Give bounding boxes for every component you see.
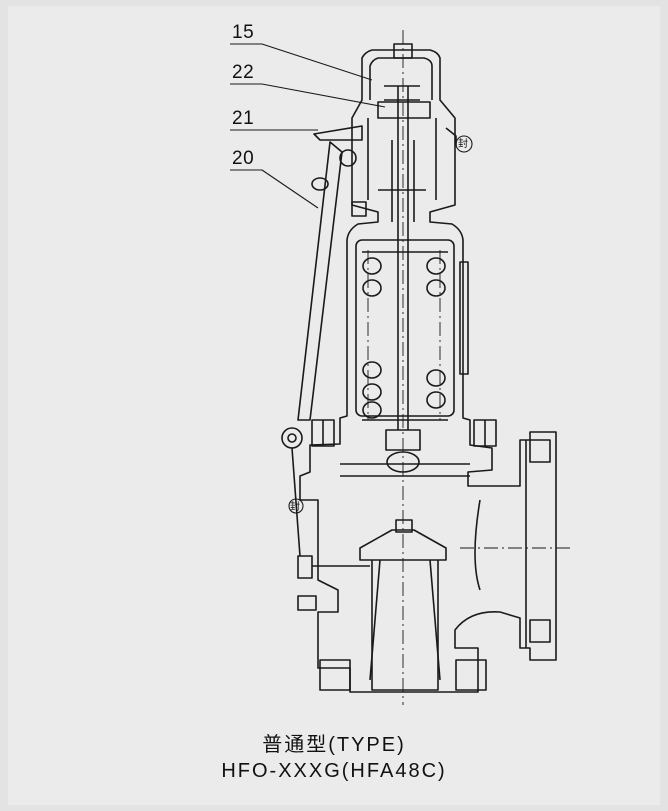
- nozzle: [359, 519, 447, 691]
- leader-lines: [230, 43, 386, 209]
- disc-holder: [385, 429, 421, 451]
- callout-21: 21: [232, 108, 255, 129]
- lower-right-port: [455, 659, 487, 691]
- spring-housing: [355, 239, 455, 417]
- lever-fork: [377, 101, 431, 119]
- lever-grip: [311, 177, 329, 191]
- side-fitting: [351, 201, 367, 217]
- callout-15: 15: [232, 22, 255, 43]
- bonnet-cap: [369, 57, 433, 100]
- valve-stem: [391, 86, 415, 430]
- seal-stamp-lower: [288, 498, 304, 514]
- callout-20: 20: [232, 148, 255, 169]
- caption-type: 普通型(TYPE): [262, 734, 406, 756]
- lower-left-port: [319, 659, 351, 691]
- spring-coils-left: [362, 257, 382, 419]
- lever-arm: [297, 141, 343, 421]
- test-gag: [297, 555, 313, 579]
- flange-bolts: [311, 419, 497, 447]
- callout-22: 22: [232, 62, 255, 83]
- spring-coils-right: [426, 257, 446, 409]
- outlet-flange: [474, 439, 551, 648]
- diagram-frame: [8, 6, 660, 805]
- valve-body-outline: [299, 49, 557, 693]
- center-lines: [367, 30, 570, 705]
- seal-mark-lower: 封: [290, 502, 301, 513]
- lifting-lever: [313, 125, 363, 141]
- seal-mark-upper: 封: [458, 139, 469, 150]
- spring-bonnet-window: [459, 261, 469, 375]
- lever-end-ring: [281, 427, 303, 449]
- drain-plug: [297, 595, 317, 611]
- lever-pivot: [339, 149, 357, 167]
- caption-model: HFO-XXXG(HFA48C): [221, 760, 447, 782]
